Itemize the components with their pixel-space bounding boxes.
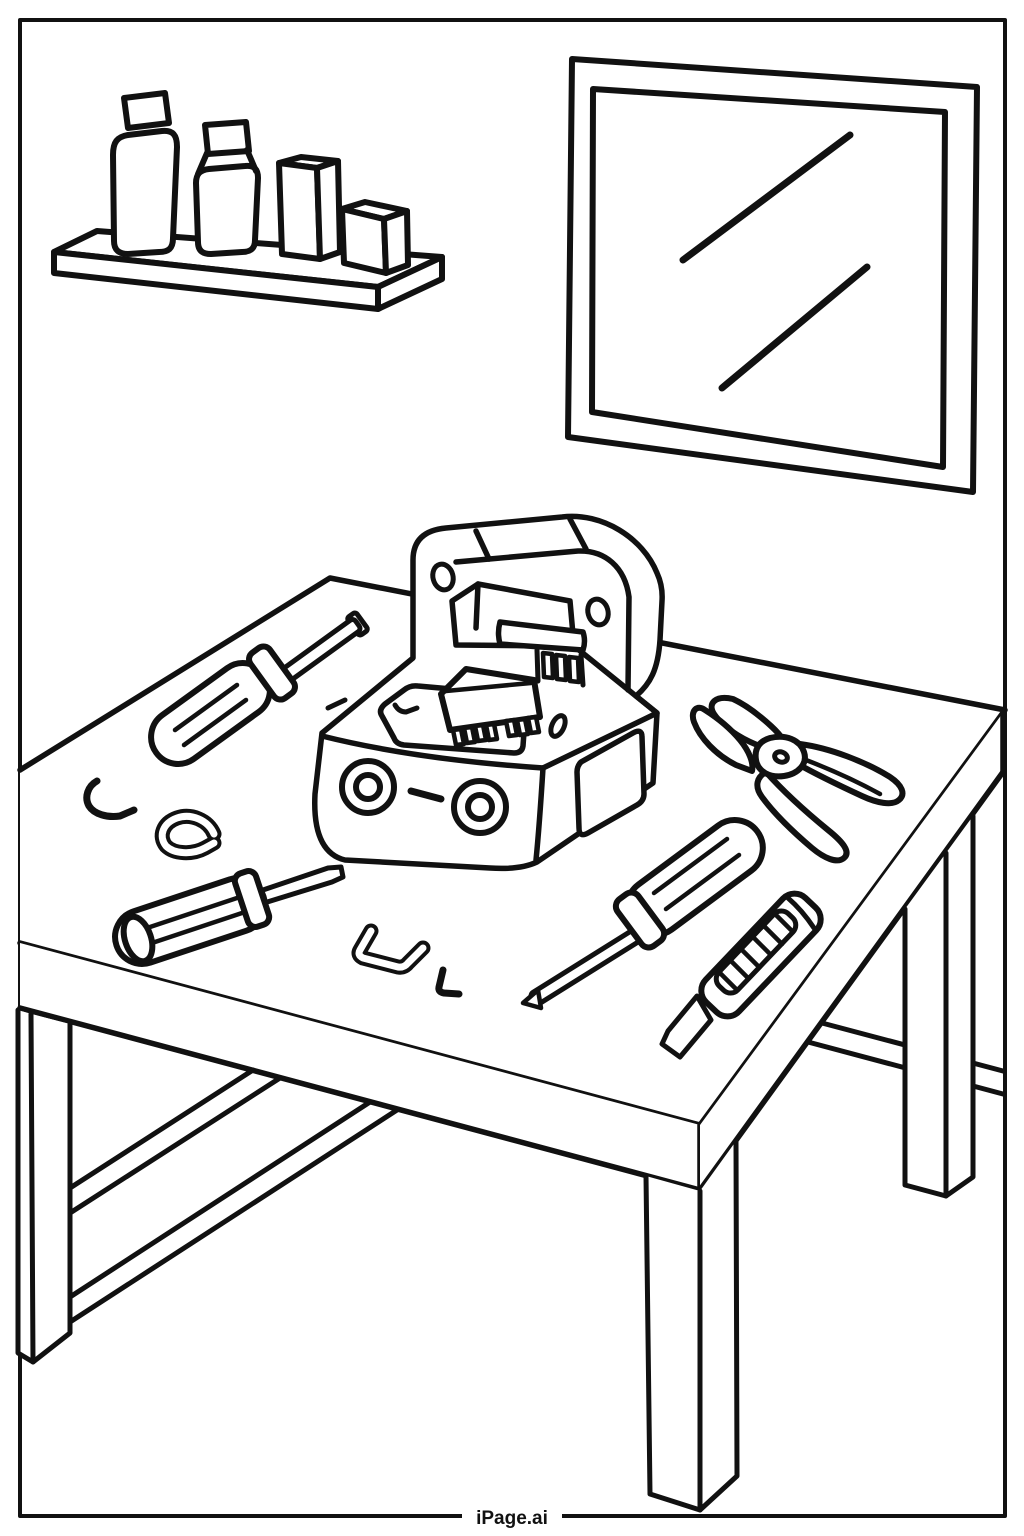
wire-clips	[83, 777, 463, 998]
machine-side-panel	[574, 728, 647, 838]
table-braces	[67, 1067, 400, 1325]
toy-machine	[312, 513, 665, 872]
machine-screw-hole-right	[585, 596, 611, 628]
clip-thin-left	[83, 777, 138, 820]
table-leg-left	[15, 1007, 73, 1365]
machine-deck-edge	[319, 733, 546, 771]
pliers-jaw-lower	[689, 704, 756, 774]
screwdriver-mid-collar	[612, 889, 668, 951]
watermark-text: iPage.ai	[476, 1508, 548, 1529]
screwdriver-mid-tip	[520, 987, 544, 1011]
box-tall	[276, 154, 343, 262]
bottle-small-cap	[202, 119, 252, 157]
shelf-end	[375, 254, 445, 312]
machine-chip	[438, 666, 543, 748]
window-streak-1	[679, 131, 854, 264]
screwdriver-bl-collar	[231, 868, 273, 930]
watermark-gap	[462, 1504, 562, 1530]
knife-cap-line	[785, 895, 817, 931]
screwdriver-top-collar	[246, 643, 298, 703]
box-cube	[339, 199, 411, 276]
pliers	[689, 695, 906, 864]
window-inner-frame	[589, 86, 948, 470]
screwdriver-bottom-left	[112, 864, 346, 967]
machine-screw-hole-left	[430, 561, 456, 593]
knife-blade	[659, 993, 714, 1060]
pliers-pivot-dot	[772, 749, 790, 765]
clip-thin-right	[435, 966, 463, 998]
window-streak-2	[718, 263, 871, 392]
utility-knife	[659, 890, 824, 1060]
screwdriver-top	[148, 610, 370, 767]
watermark: iPage.ai	[462, 1504, 562, 1530]
screwdriver-middle	[520, 817, 766, 1011]
screwdriver-bl-endcap	[120, 913, 156, 965]
bottle-large-cap	[121, 90, 172, 131]
bottle-small-body	[193, 162, 261, 257]
pliers-handle-lower	[754, 769, 850, 864]
window	[565, 56, 980, 495]
machine-dash	[407, 787, 445, 803]
machine-deck-slot	[548, 713, 568, 739]
machine-handle-contour	[453, 548, 632, 693]
machine-press-arm	[495, 619, 588, 653]
bottle-large	[110, 90, 180, 257]
knife-track	[713, 908, 799, 996]
bottle-small	[193, 119, 261, 257]
table-leg-front	[643, 1138, 740, 1513]
table-leg-right	[902, 813, 976, 1199]
bottle-large-body	[110, 127, 180, 257]
